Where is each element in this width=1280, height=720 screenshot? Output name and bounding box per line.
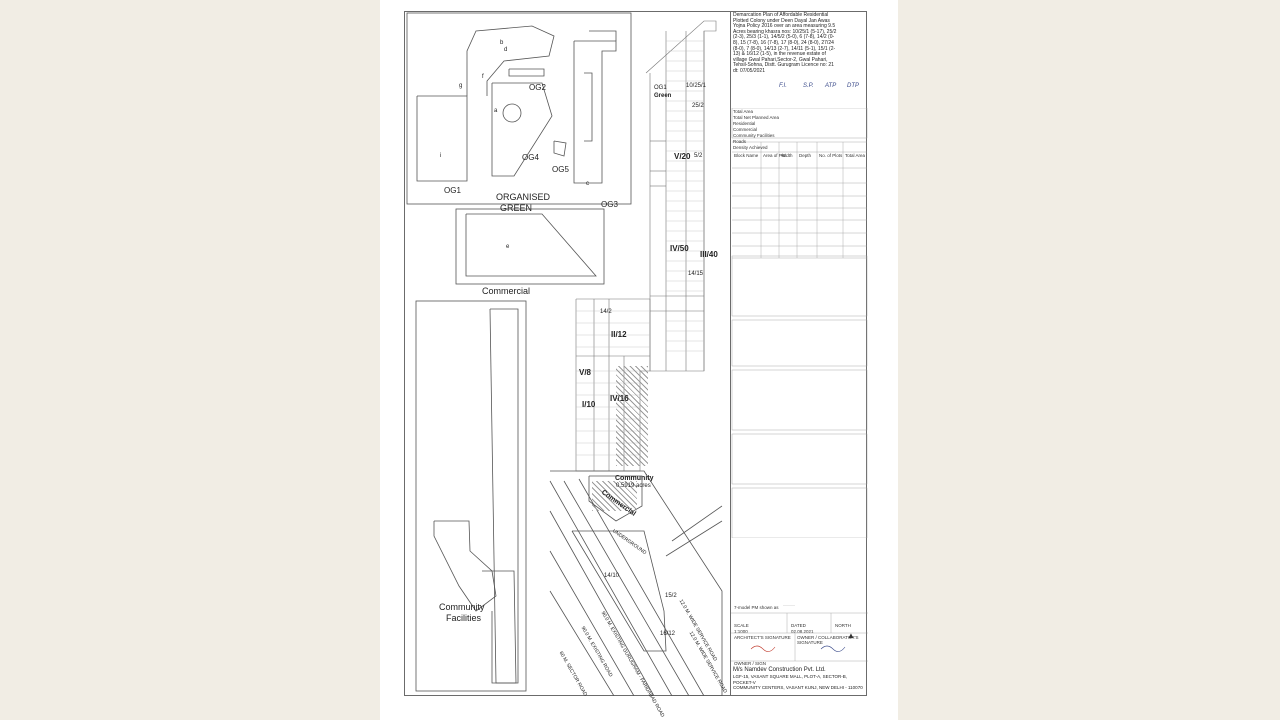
letter-c: c xyxy=(586,181,589,187)
site-plan-lines xyxy=(406,12,723,696)
letter-a: a xyxy=(494,108,498,114)
site-plan-drawing: ORGANISED GREEN OG1 OG2 OG3 OG4 OG5 Comm… xyxy=(404,11,728,718)
title-block-grid xyxy=(731,605,868,662)
owner-label: OWNER / SIGN xyxy=(734,661,767,666)
company-address-1: LGF-15, VASANT SQUARE MALL, PLOT-A, SECT… xyxy=(733,674,848,685)
col-total-area: Total Area xyxy=(845,153,866,158)
organised-green-label-1: ORGANISED xyxy=(496,192,551,202)
plan-title: Demarcation Plan of Affordable Residenti… xyxy=(733,12,837,74)
community-facilities-label-1: Community xyxy=(439,602,485,612)
date-label: DATED xyxy=(791,623,806,628)
og4-label: OG4 xyxy=(522,153,539,162)
khasra-15-2: 15/2 xyxy=(665,593,677,599)
date-value: 02.08.2021 xyxy=(791,629,814,634)
og1-label: OG1 xyxy=(444,186,461,195)
t-row-total-area: Total Area xyxy=(733,109,754,114)
og2-label: OG2 xyxy=(529,83,546,92)
letter-e: e xyxy=(506,244,510,250)
col-width: Width xyxy=(781,153,793,158)
north-label: NORTH xyxy=(835,623,851,628)
khasra-25-2: 25/2 xyxy=(692,103,704,109)
t-row-commercial: Commercial xyxy=(733,127,758,132)
og1-green-label: OG1 xyxy=(654,85,667,91)
sign-fi: F.I. xyxy=(779,83,787,89)
letter-f: f xyxy=(482,74,484,80)
col-depth: Depth xyxy=(799,153,812,158)
owner-signature-label: OWNER / COLLABORATOR'S SIGNATURE xyxy=(797,635,859,645)
t-row-roads: Roads xyxy=(733,139,747,144)
col-no-of-plots: No. of Plots xyxy=(819,153,843,158)
company-block: M/s Namdev Construction Pvt. Ltd. LGF-15… xyxy=(733,667,866,690)
organised-green-label-2: GREEN xyxy=(500,203,533,213)
t-row-net-planned: Total Net Planned Area xyxy=(733,115,780,120)
block-i10: I/10 xyxy=(582,400,596,409)
commercial-hatch xyxy=(592,481,637,511)
t-row-community: Community Facilities xyxy=(733,133,775,138)
og3-label: OG3 xyxy=(601,200,618,209)
scale-label: SCALE xyxy=(734,623,749,628)
north-arrow-icon: ▲ xyxy=(847,631,855,640)
area-tables xyxy=(731,108,868,538)
scale-value: 1:1000 xyxy=(734,629,748,634)
t-row-density: Density Achieved xyxy=(733,145,768,150)
khasra-5-2: 5/2 xyxy=(694,153,703,159)
col-block-name: Block Name xyxy=(734,153,759,158)
block-iv50: IV/50 xyxy=(670,244,689,253)
approval-signatures: F.I. S.P. ATP DTP xyxy=(765,69,867,107)
community-mid-label: Community xyxy=(615,475,654,482)
title-panel: Demarcation Plan of Affordable Residenti… xyxy=(730,11,868,696)
block-iv16: IV/16 xyxy=(610,394,629,403)
sheet-frame xyxy=(404,11,867,696)
khasra-14-10: 14/10 xyxy=(604,573,620,579)
khasra-10-25-1: 10/25/1 xyxy=(686,83,707,89)
sign-dtp: DTP xyxy=(847,83,859,89)
green-word: Green xyxy=(654,93,672,99)
col-area-of-plot: Area of Plot xyxy=(763,153,787,158)
letter-d: d xyxy=(504,47,508,53)
architect-signature-label: ARCHITECT'S SIGNATURE xyxy=(734,635,791,640)
block-iii40: III/40 xyxy=(700,250,718,259)
block-ii12: II/12 xyxy=(611,330,627,339)
sign-sp: S.P. xyxy=(803,83,814,89)
company-address-2: COMMUNITY CENTERS, VASANT KUNJ, NEW DELH… xyxy=(733,684,863,690)
khasra-16-12: 16/12 xyxy=(660,631,676,637)
company-name: M/s Namdev Construction Pvt. Ltd. xyxy=(733,667,826,673)
sign-atp: ATP xyxy=(825,83,837,89)
drawing-sheet xyxy=(380,0,898,720)
block-v8: V/8 xyxy=(579,368,592,377)
khasra-14-2: 14/2 xyxy=(600,309,612,315)
t-row-residential: Residential xyxy=(733,121,756,126)
letter-b: b xyxy=(500,40,504,46)
commercial-top-label: Commercial xyxy=(482,286,531,296)
letter-g: g xyxy=(459,83,463,89)
community-area-label: 0.5919 acres xyxy=(616,483,651,489)
community-facilities-label-2: Facilities xyxy=(446,613,482,623)
letter-i: i xyxy=(440,153,442,159)
block-v20: V/20 xyxy=(674,152,691,161)
og5-label: OG5 xyxy=(552,165,569,174)
legend-note: 7-model PM shown as xyxy=(734,605,779,610)
community-hatch xyxy=(616,366,648,466)
khasra-14-15: 14/15 xyxy=(688,271,704,277)
